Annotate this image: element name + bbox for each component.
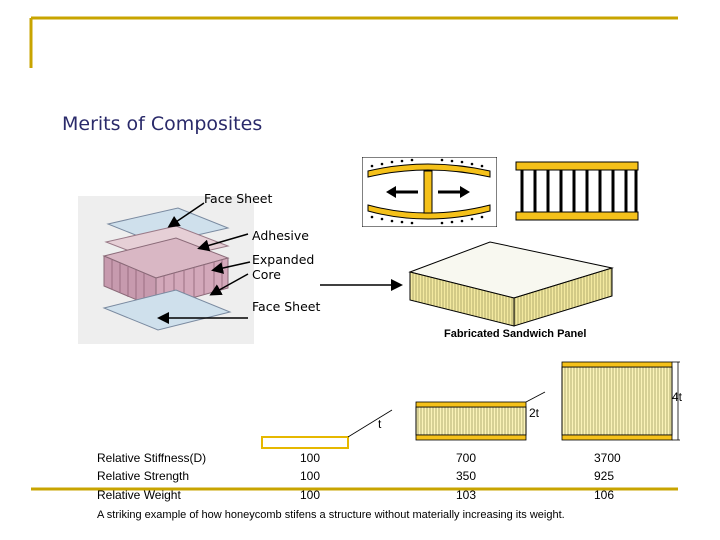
strength-value-2t: 350: [456, 469, 477, 483]
core-cell-section: [514, 160, 640, 222]
row-label-strength: Relative Strength: [97, 469, 190, 483]
sandwich-panel-illustration: [408, 241, 614, 327]
thickness-label-4t: 4t: [672, 390, 683, 404]
sandwich-panel-caption: Fabricated Sandwich Panel: [444, 328, 587, 340]
strength-value-t: 100: [300, 469, 321, 483]
weight-value-4t: 106: [594, 488, 615, 502]
strength-value-4t: 925: [594, 469, 615, 483]
label-face-sheet-bottom: Face Sheet: [252, 299, 321, 314]
label-expanded-core-line2: Core: [252, 267, 281, 282]
row-label-stiffness: Relative Stiffness(D): [97, 451, 207, 465]
exploded-sandwich-illustration: [78, 196, 254, 344]
label-expanded-core-line1: Expanded: [252, 252, 315, 267]
thickness-label-t: t: [378, 417, 382, 431]
thickness-label-2t: 2t: [529, 406, 540, 420]
row-label-weight: Relative Weight: [97, 488, 181, 502]
shear-beam-diagram: [362, 157, 497, 227]
label-face-sheet-top: Face Sheet: [204, 191, 273, 206]
stiffness-value-4t: 3700: [594, 451, 621, 465]
label-adhesive: Adhesive: [252, 228, 309, 243]
slide-title: Merits of Composites: [62, 113, 263, 135]
stiffness-value-t: 100: [300, 451, 321, 465]
weight-value-t: 100: [300, 488, 321, 502]
weight-value-2t: 103: [456, 488, 477, 502]
footer-caption: A striking example of how honeycomb stif…: [97, 509, 565, 521]
stiffness-value-2t: 700: [456, 451, 477, 465]
